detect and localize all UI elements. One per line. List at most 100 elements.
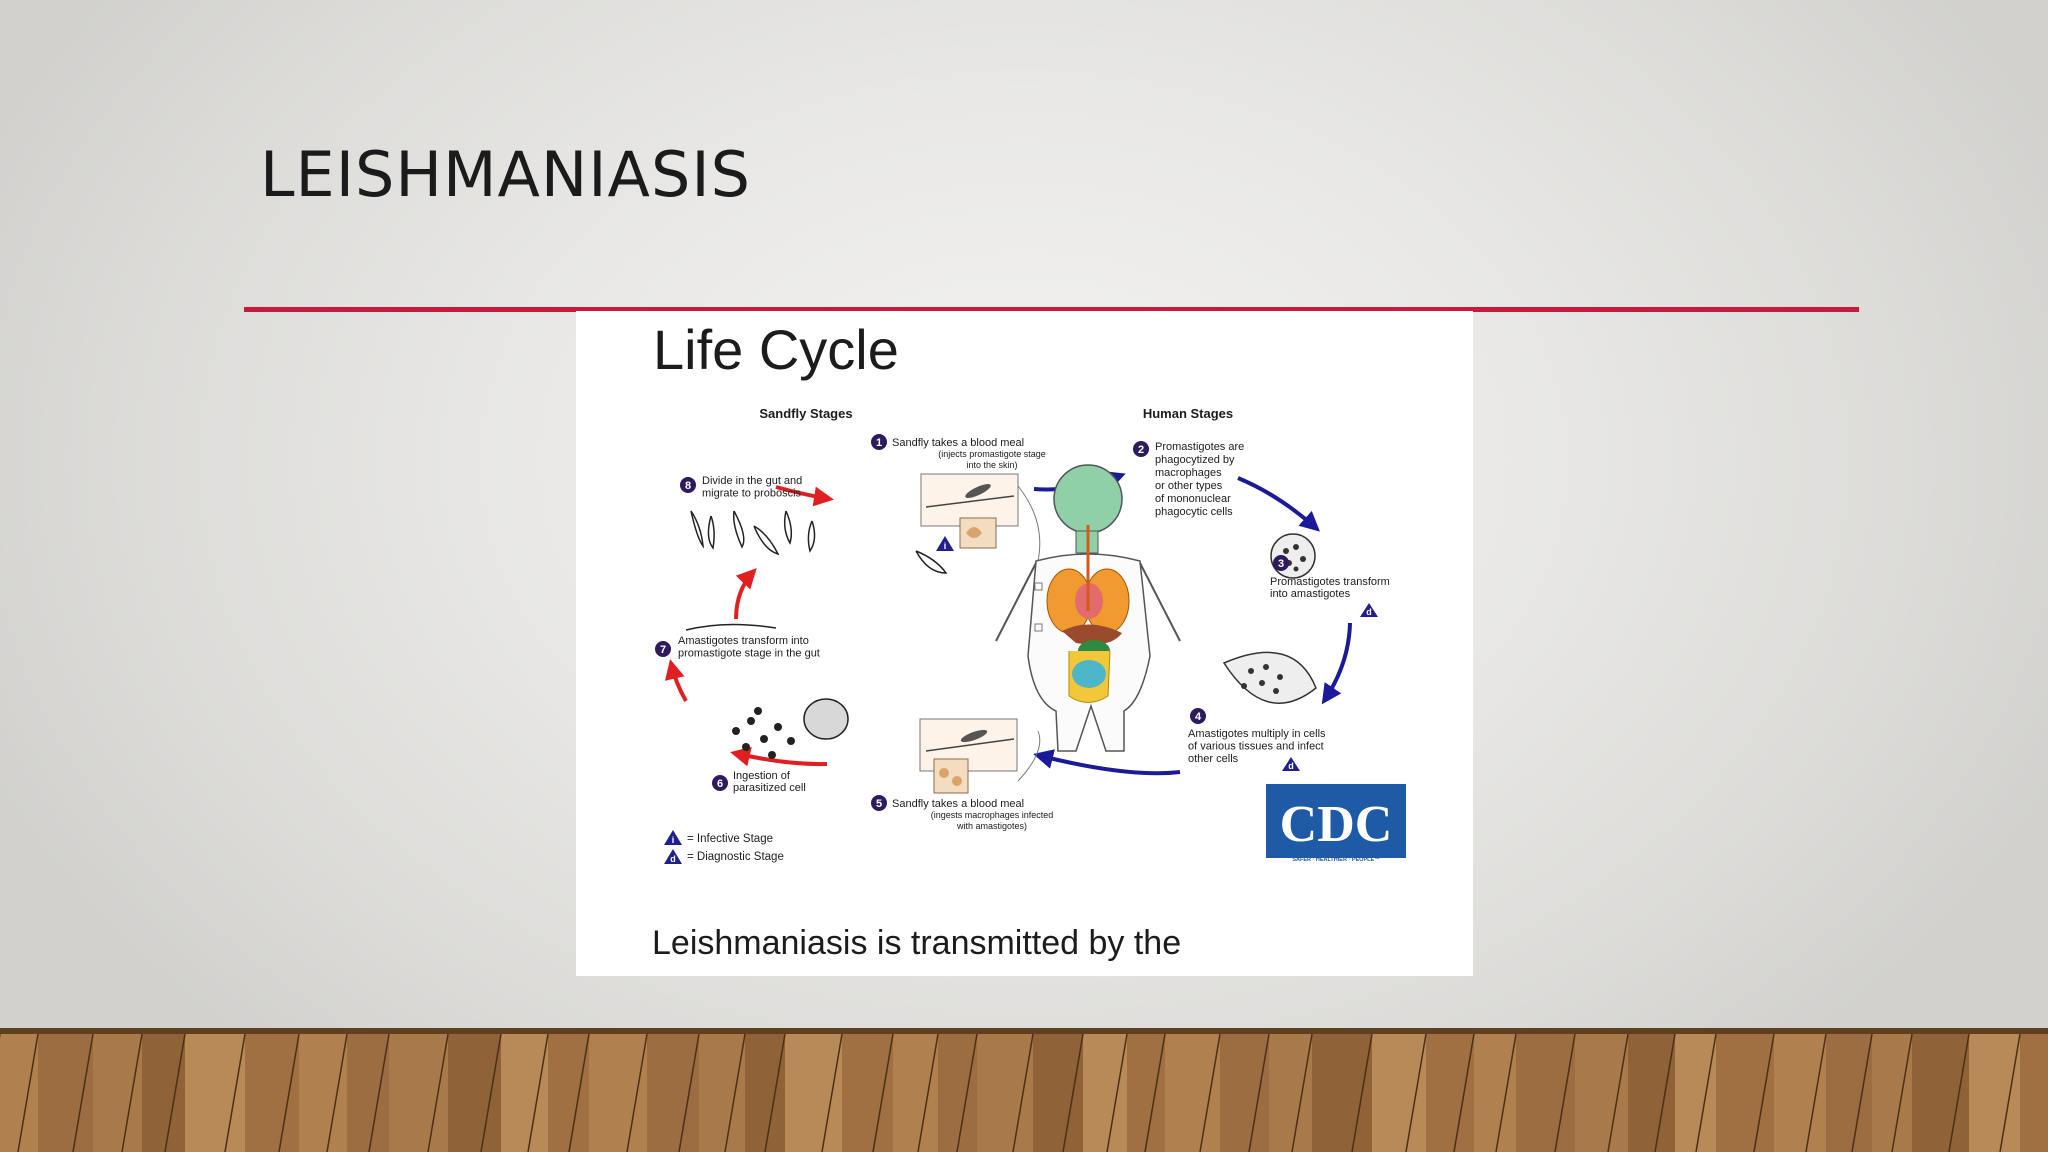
floor-plank bbox=[1912, 1034, 1969, 1152]
floor-seam bbox=[724, 1033, 746, 1152]
step-label-line: of mononuclear bbox=[1155, 493, 1231, 505]
slide-title: LEISHMANIASIS bbox=[260, 138, 751, 211]
step-label-line: into the skin) bbox=[966, 460, 1017, 470]
floor-seam bbox=[527, 1033, 549, 1152]
legend-label: = Diagnostic Stage bbox=[687, 851, 784, 863]
floor-plank bbox=[977, 1034, 1033, 1152]
floor-seam bbox=[121, 1033, 143, 1152]
floor-plank bbox=[1426, 1034, 1474, 1152]
floor-plank bbox=[1872, 1034, 1912, 1152]
step-label-line: Sandfly takes a blood meal bbox=[892, 798, 1024, 810]
floor-seam bbox=[326, 1033, 348, 1152]
stage-legend: i = Infective Stage d = Diagnostic Stage bbox=[664, 830, 784, 864]
floor-seam bbox=[1453, 1033, 1475, 1152]
step-label-line: promastigote stage in the gut bbox=[678, 648, 820, 660]
step-label-line: phagocytic cells bbox=[1155, 506, 1233, 518]
floor-plank bbox=[347, 1034, 389, 1152]
step-badge bbox=[655, 641, 671, 657]
step-label-line: Amastigotes multiply in cells bbox=[1188, 728, 1326, 740]
step-number: 1 bbox=[876, 437, 882, 449]
stage-marker-symbol: i bbox=[944, 541, 947, 551]
floor-plank bbox=[38, 1034, 93, 1152]
floor-seam bbox=[1106, 1033, 1128, 1152]
step-label-line: phagocytized by bbox=[1155, 454, 1235, 466]
floor-seam bbox=[1753, 1033, 1775, 1152]
floor-seam bbox=[1248, 1033, 1270, 1152]
step-label-line: parasitized cell bbox=[733, 782, 806, 794]
cdc-logo: CDC SAFER · HEALTHIER · PEOPLE™ bbox=[1266, 784, 1406, 863]
step-label-line: Amastigotes transform into bbox=[678, 635, 809, 647]
sandfly-feeding-illustration-1 bbox=[920, 473, 1019, 549]
floor-plank bbox=[501, 1034, 548, 1152]
step-label-line: Sandfly takes a blood meal bbox=[892, 437, 1024, 449]
floor-plank bbox=[1716, 1034, 1774, 1152]
step-label-line: (ingests macrophages infected bbox=[931, 810, 1054, 820]
stage-marker-symbol: d bbox=[1288, 761, 1294, 771]
floor-seam bbox=[678, 1033, 700, 1152]
floor-plank bbox=[1774, 1034, 1826, 1152]
wood-floor bbox=[0, 1028, 2048, 1152]
stage-markers: i d d bbox=[936, 536, 1378, 771]
floor-plank bbox=[0, 1034, 38, 1152]
floor-plank bbox=[1969, 1034, 2020, 1152]
step-label-line: Promastigotes are bbox=[1155, 441, 1244, 453]
step-label-line: Promastigotes transform bbox=[1270, 576, 1390, 588]
floor-plank bbox=[1220, 1034, 1269, 1152]
floor-seam bbox=[480, 1033, 502, 1152]
floor-plank bbox=[142, 1034, 185, 1152]
promastigote-illustrations bbox=[685, 510, 948, 631]
floor-plank bbox=[1372, 1034, 1426, 1152]
step-label-line: Ingestion of bbox=[733, 770, 791, 782]
floor-seam bbox=[1805, 1033, 1827, 1152]
floor-plank bbox=[1474, 1034, 1516, 1152]
floor-seam bbox=[1654, 1033, 1676, 1152]
floor-plank bbox=[448, 1034, 501, 1152]
step-label-line: into amastigotes bbox=[1270, 588, 1351, 600]
floor-plank bbox=[699, 1034, 745, 1152]
legend-label: = Infective Stage bbox=[687, 833, 773, 845]
step-badge bbox=[871, 434, 887, 450]
floor-seam bbox=[427, 1033, 449, 1152]
floor-seam bbox=[1199, 1033, 1221, 1152]
floor-seam bbox=[1695, 1033, 1717, 1152]
step-number: 5 bbox=[876, 798, 882, 810]
step-number: 8 bbox=[685, 480, 691, 492]
floor-plank bbox=[745, 1034, 785, 1152]
cdc-logo-text: CDC bbox=[1280, 796, 1393, 853]
legend-symbol: d bbox=[670, 854, 676, 864]
legend-symbol: i bbox=[672, 835, 675, 845]
stage-marker-symbol: d bbox=[1366, 607, 1372, 617]
floor-seam bbox=[764, 1033, 786, 1152]
floor-seam bbox=[72, 1033, 94, 1152]
floor-plank bbox=[1628, 1034, 1675, 1152]
step-label-line: migrate to proboscis bbox=[702, 488, 802, 500]
floor-seam bbox=[278, 1033, 300, 1152]
step-number: 3 bbox=[1278, 558, 1284, 570]
floor-seam bbox=[164, 1033, 186, 1152]
floor-plank bbox=[589, 1034, 647, 1152]
legend-item-infective: i = Infective Stage bbox=[664, 830, 773, 845]
floor-plank bbox=[245, 1034, 299, 1152]
step-number: 2 bbox=[1138, 444, 1144, 456]
floor-plank bbox=[93, 1034, 142, 1152]
floor-seam bbox=[1405, 1033, 1427, 1152]
floor-seam bbox=[917, 1033, 939, 1152]
floor-plank bbox=[1165, 1034, 1220, 1152]
floor-seam bbox=[17, 1033, 39, 1152]
floor-plank bbox=[1575, 1034, 1628, 1152]
floor-seam bbox=[956, 1033, 978, 1152]
floor-seam bbox=[1062, 1033, 1084, 1152]
floor-plank bbox=[1127, 1034, 1165, 1152]
sandfly-stages-label: Sandfly Stages bbox=[759, 406, 852, 421]
floor-plank bbox=[1033, 1034, 1083, 1152]
floor-plank bbox=[185, 1034, 245, 1152]
floor-plank bbox=[1269, 1034, 1312, 1152]
floor-seam bbox=[1851, 1033, 1873, 1152]
floor-plank bbox=[785, 1034, 842, 1152]
floor-seam bbox=[1495, 1033, 1517, 1152]
